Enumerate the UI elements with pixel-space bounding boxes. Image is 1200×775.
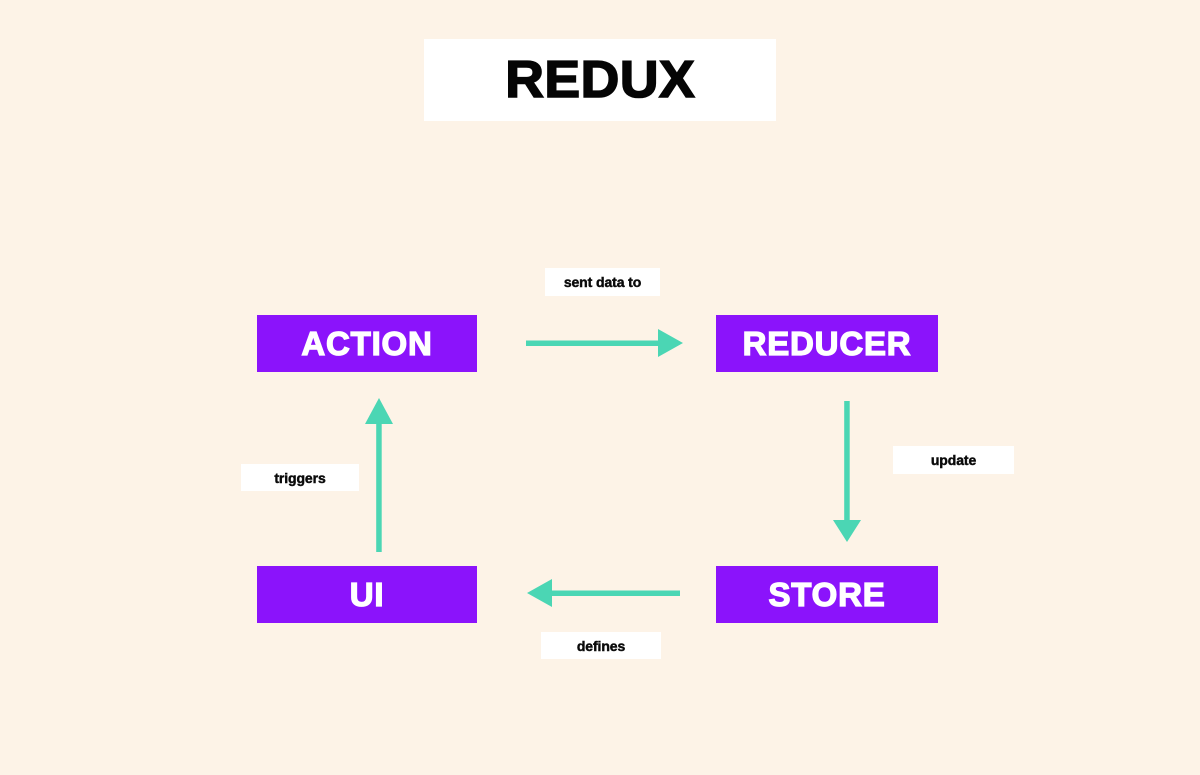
arrow-action-to-reducer	[526, 329, 683, 357]
title-banner: REDUX	[424, 39, 776, 121]
node-ui[interactable]: UI	[257, 566, 477, 623]
edge-label-sent-data-to: sent data to	[545, 268, 660, 296]
node-reducer-label: REDUCER	[742, 325, 912, 362]
arrow-ui-to-action	[365, 398, 393, 552]
node-ui-label: UI	[349, 576, 385, 613]
edge-label-update: update	[893, 446, 1014, 474]
node-store-label: STORE	[768, 576, 886, 613]
page-title: REDUX	[504, 51, 696, 109]
node-store[interactable]: STORE	[716, 566, 938, 623]
edge-label-update-text: update	[930, 452, 977, 468]
edge-label-sent-data-to-text: sent data to	[563, 274, 642, 290]
arrow-reducer-to-store	[833, 401, 861, 542]
node-action[interactable]: ACTION	[257, 315, 477, 372]
edge-label-defines: defines	[541, 632, 661, 659]
node-reducer[interactable]: REDUCER	[716, 315, 938, 372]
edge-label-defines-text: defines	[576, 637, 626, 654]
arrow-store-to-ui	[527, 579, 680, 607]
edge-label-triggers-text: triggers	[274, 469, 326, 486]
edge-label-triggers: triggers	[241, 464, 359, 491]
node-action-label: ACTION	[301, 325, 433, 362]
